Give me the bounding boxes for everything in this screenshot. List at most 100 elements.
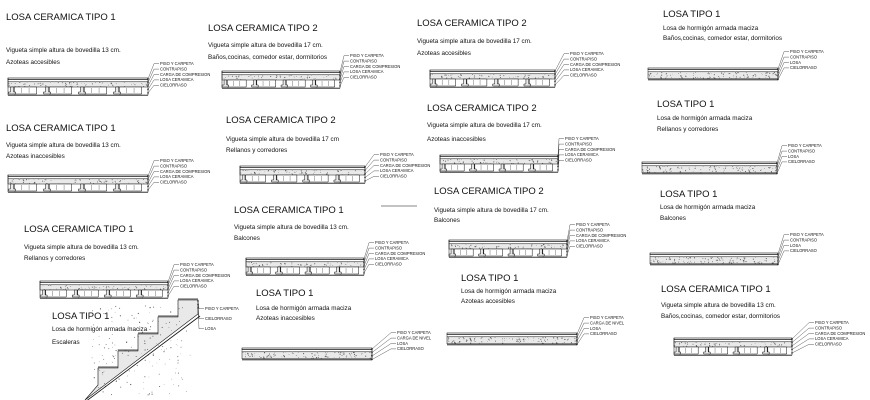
concrete-dot xyxy=(177,356,179,358)
concrete-dot xyxy=(748,169,749,171)
concrete-dot xyxy=(462,336,464,338)
floor-finish xyxy=(641,161,778,164)
concrete-dot xyxy=(752,258,754,260)
concrete-dot xyxy=(171,330,172,332)
concrete-dot xyxy=(665,170,666,172)
concrete-dot xyxy=(244,351,247,353)
concrete-dot xyxy=(69,83,70,85)
concrete-dot xyxy=(758,71,759,73)
concrete-dot xyxy=(518,338,520,339)
concrete-dot xyxy=(479,162,482,164)
concrete-dot xyxy=(733,261,735,263)
concrete-dot xyxy=(653,76,655,77)
layer-label: CONTRAPISO xyxy=(380,157,407,162)
layer-label: CIELORRASO xyxy=(380,174,407,179)
concrete-dot xyxy=(363,174,365,176)
concrete-dot xyxy=(327,74,329,76)
concrete-dot xyxy=(112,361,114,363)
concrete-dot xyxy=(291,170,293,171)
concrete-dot xyxy=(681,167,683,169)
concrete-dot xyxy=(550,246,552,248)
leader-dot xyxy=(791,352,793,354)
concrete-dot xyxy=(152,335,154,337)
ceramic-block xyxy=(708,346,728,355)
concrete-dot xyxy=(481,246,483,248)
concrete-dot xyxy=(69,81,71,83)
concrete-dot xyxy=(465,340,467,342)
concrete-dot xyxy=(316,169,318,171)
concrete-dot xyxy=(457,76,459,78)
concrete-dot xyxy=(567,338,569,340)
section-spec: Losa de hormigón armada maciza xyxy=(663,25,759,32)
concrete-dot xyxy=(137,180,139,182)
concrete-dot xyxy=(269,353,270,354)
concrete-dot xyxy=(320,171,321,173)
concrete-dot xyxy=(729,77,731,79)
concrete-dot xyxy=(247,169,249,171)
concrete-dot xyxy=(668,259,670,260)
leader-line xyxy=(777,56,789,73)
concrete-dot xyxy=(674,262,676,264)
layer-label: CARGA DE COMPRESION xyxy=(375,251,425,256)
concrete-dot xyxy=(669,168,671,170)
concrete-dot xyxy=(507,247,510,249)
screed-layer xyxy=(673,339,793,343)
concrete-dot xyxy=(643,170,644,172)
concrete-dot xyxy=(313,173,314,175)
concrete-dot xyxy=(240,172,242,174)
concrete-dot xyxy=(112,342,113,344)
concrete-dot xyxy=(112,346,113,348)
concrete-dot xyxy=(458,161,460,163)
ceramic-block xyxy=(84,183,107,192)
concrete-dot xyxy=(472,73,473,75)
concrete-dot xyxy=(304,264,306,266)
concrete-dot xyxy=(548,74,550,76)
concrete-dot xyxy=(189,354,191,356)
concrete-dot xyxy=(158,321,159,322)
layer-label: CONTRAPISO xyxy=(815,325,842,330)
concrete-dot xyxy=(753,168,755,170)
leader-line xyxy=(147,176,159,187)
concrete-dot xyxy=(710,167,712,168)
concrete-dot xyxy=(76,83,78,85)
leader-line xyxy=(557,154,564,167)
layer-label: CARGA DE COMPRESION xyxy=(570,62,620,67)
concrete-dot xyxy=(93,339,94,340)
concrete-dot xyxy=(509,243,511,245)
concrete-dot xyxy=(700,169,702,171)
concrete-dot xyxy=(269,356,271,358)
concrete-dot xyxy=(360,265,361,266)
ceramic-block xyxy=(315,79,335,88)
concrete-dot xyxy=(166,348,168,350)
section-spec: Losa de hormigón armada maciza xyxy=(52,326,148,333)
concrete-dot xyxy=(323,76,325,78)
concrete-dot xyxy=(661,71,663,73)
concrete-dot xyxy=(451,245,453,247)
concrete-dot xyxy=(29,85,31,86)
concrete-dot xyxy=(517,162,519,164)
joist xyxy=(245,266,253,275)
concrete-dot xyxy=(113,356,115,358)
concrete-dot xyxy=(711,73,712,75)
concrete-dot xyxy=(97,387,99,389)
concrete-dot xyxy=(304,78,305,80)
concrete-dot xyxy=(683,260,684,262)
concrete-dot xyxy=(679,342,681,344)
concrete-dot xyxy=(43,181,45,183)
concrete-dot xyxy=(299,173,301,175)
concrete-dot xyxy=(713,166,715,168)
concrete-dot xyxy=(528,160,530,162)
concrete-dot xyxy=(704,261,706,263)
section-spec: Vigueta simple altura de bovedilla 17 cm… xyxy=(208,42,323,49)
concrete-dot xyxy=(695,77,697,79)
section-usage: Balcones xyxy=(234,235,260,242)
concrete-dot xyxy=(364,351,366,353)
concrete-dot xyxy=(144,343,146,345)
concrete-dot xyxy=(313,358,314,359)
concrete-dot xyxy=(341,169,342,171)
concrete-dot xyxy=(753,172,754,173)
concrete-dot xyxy=(659,166,661,168)
concrete-dot xyxy=(760,169,762,170)
concrete-dot xyxy=(45,85,47,87)
concrete-dot xyxy=(540,338,542,340)
